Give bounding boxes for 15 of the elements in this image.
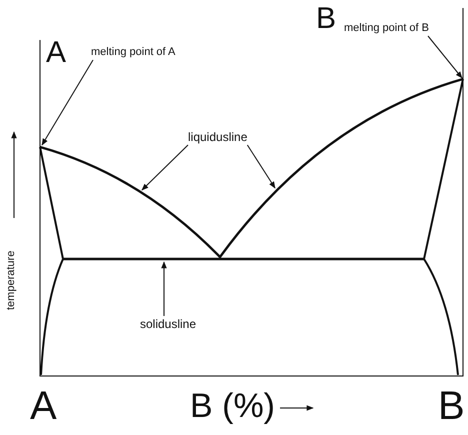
component-letter: A [30, 386, 57, 426]
callout-text: liquidusline [188, 131, 248, 143]
callout-text: solidusline [140, 318, 196, 330]
axis-title: temperature [6, 250, 17, 310]
callout-text: melting point of B [344, 23, 429, 34]
leader-line [42, 60, 94, 146]
leader-line [246, 144, 276, 189]
callout-text: melting point of A [91, 47, 176, 58]
leader-line [161, 261, 167, 316]
leader-line [428, 36, 462, 79]
component-letter: B [316, 4, 336, 34]
component-letter: B [438, 386, 465, 426]
axis-title: B (%) [190, 389, 275, 423]
component-letter: A [46, 38, 66, 68]
leader-line [142, 144, 188, 190]
